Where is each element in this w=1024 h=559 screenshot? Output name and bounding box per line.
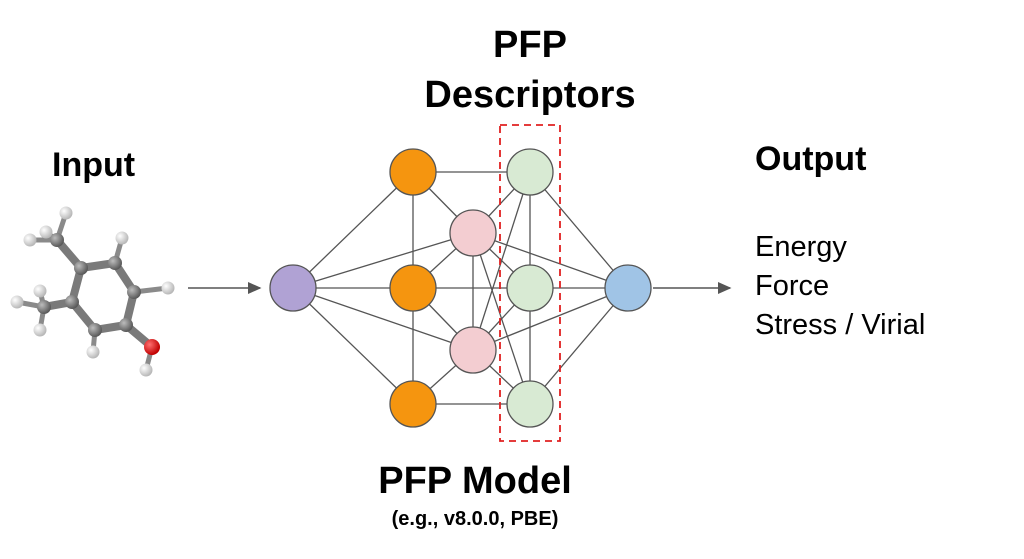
hydrogen-atom <box>39 225 53 239</box>
edge-p2-g1 <box>472 171 531 351</box>
edge-p1-g3 <box>472 232 531 405</box>
carbon-atom <box>108 256 122 270</box>
edge-in-o1 <box>292 171 414 289</box>
edge-g1-out <box>529 171 629 289</box>
carbon-atom <box>37 300 51 314</box>
oxygen-atom <box>144 339 160 355</box>
descriptors-title-line1: PFP <box>493 24 567 66</box>
orange-node-top <box>389 148 437 196</box>
descriptors-title-line2: Descriptors <box>424 74 636 116</box>
carbon-atom <box>88 323 102 337</box>
model-version: (e.g., v8.0.0, PBE) <box>391 508 559 530</box>
edge-in-o3 <box>292 287 414 405</box>
orange-node-middle <box>389 264 437 312</box>
hydrogen-atom <box>139 363 153 377</box>
hydrogen-atom <box>115 231 129 245</box>
pink-node-bottom <box>449 326 497 374</box>
output-title: Output <box>755 140 867 178</box>
edge-p1-out <box>472 232 629 289</box>
input-node <box>269 264 317 312</box>
carbon-atom <box>119 318 133 332</box>
edge-in-p2 <box>292 287 474 351</box>
hydrogen-atom <box>33 323 47 337</box>
network-nodes <box>269 148 652 428</box>
descriptor-node-middle <box>506 264 554 312</box>
descriptor-node-bottom <box>506 380 554 428</box>
input-title: Input <box>52 146 136 184</box>
hydrogen-atom <box>59 206 73 220</box>
carbon-atom <box>127 285 141 299</box>
hydrogen-atom <box>161 281 175 295</box>
hydrogen-atom <box>33 284 47 298</box>
carbon-atom <box>74 261 88 275</box>
descriptors-title: PFP Descriptors <box>405 20 655 120</box>
output-list: Energy Force Stress / Virial <box>755 228 925 345</box>
hydrogen-atom <box>23 233 37 247</box>
hydrogen-atom <box>10 295 24 309</box>
output-node <box>604 264 652 312</box>
edge-p2-out <box>472 287 629 351</box>
output-stress-virial: Stress / Virial <box>755 309 926 341</box>
carbon-atom <box>50 233 64 247</box>
pink-node-top <box>449 209 497 257</box>
carbon-atom <box>65 295 79 309</box>
molecule-structure <box>10 206 175 377</box>
model-title: PFP Model <box>378 460 572 502</box>
edge-g3-out <box>529 287 629 405</box>
descriptor-box <box>499 124 561 442</box>
edge-in-p1 <box>292 232 474 289</box>
hydrogen-atom <box>86 345 100 359</box>
output-force: Force <box>755 270 830 302</box>
output-energy: Energy <box>755 231 847 263</box>
orange-node-bottom <box>389 380 437 428</box>
descriptor-node-top <box>506 148 554 196</box>
